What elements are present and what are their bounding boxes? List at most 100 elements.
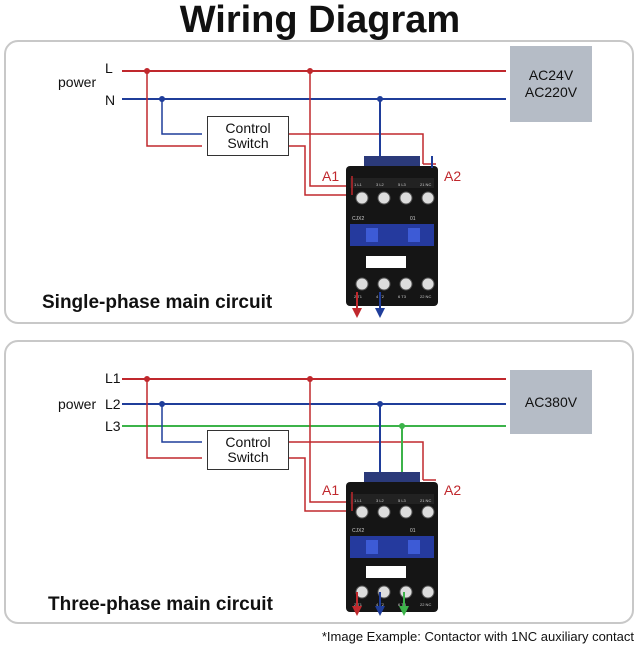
top-terminal-marking: 1 L1 — [354, 498, 363, 503]
single-phase-wiring: CJX2 01 1 L1 3 L2 5 L3 21 NC 2 T1 4 T2 6… — [122, 68, 506, 318]
contactor-window-inner — [408, 540, 420, 554]
terminal-screw — [421, 585, 435, 599]
contactor-window-inner — [366, 540, 378, 554]
contactor-top-cap — [364, 156, 420, 168]
contactor-terminal-strip — [350, 494, 434, 504]
l2-branch-wire — [161, 404, 202, 443]
contactor-aux-code-text: 01 — [410, 528, 416, 534]
a1-wire — [284, 457, 352, 512]
neutral-branch-wire — [161, 99, 202, 135]
output-arrow-l1-head — [352, 606, 362, 616]
top-terminal-marking: 5 L3 — [398, 498, 407, 503]
top-terminal-marking: 21 NC — [420, 498, 431, 503]
control-switch: Control Switch — [207, 116, 289, 156]
a2-label: A2 — [444, 168, 462, 184]
page-title: Wiring Diagram — [179, 0, 461, 41]
top-terminal-marking: 1 L1 — [354, 182, 363, 187]
l-main-tap — [309, 71, 354, 187]
terminal-screw — [399, 585, 413, 599]
contactor-terminal-strip — [350, 178, 434, 188]
footnote: *Image Example: Contactor with 1NC auxil… — [321, 629, 634, 644]
a1-label: A1 — [322, 168, 340, 184]
top-terminal-marking: 3 L2 — [376, 182, 385, 187]
line-l2-label: L2 — [105, 396, 121, 412]
l1-main-tap — [309, 379, 354, 503]
bottom-terminal-marking: 2 T1 — [354, 294, 363, 299]
three-phase-caption: Three-phase main circuit — [48, 594, 273, 615]
contactor-label-plate — [366, 566, 406, 578]
bottom-terminal-marking: 22 NC — [420, 602, 431, 607]
terminal-screw — [399, 505, 413, 519]
control-switch: Control Switch — [207, 430, 289, 470]
voltage-box: AC24V AC220V — [510, 46, 592, 122]
a1-label: A1 — [322, 482, 340, 498]
terminal-screw — [377, 505, 391, 519]
contactor-window — [350, 536, 434, 558]
bottom-terminal-marking: 2 T1 — [354, 602, 363, 607]
contactor-window-inner — [408, 228, 420, 242]
contactor-aux-code-text: 01 — [410, 216, 416, 222]
contactor-window — [350, 224, 434, 246]
terminal-screw — [421, 277, 435, 291]
top-terminal-marking: 3 L2 — [376, 498, 385, 503]
line-l3-label: L3 — [105, 418, 121, 434]
contactor-window-inner — [366, 228, 378, 242]
junction-dot — [144, 68, 150, 74]
terminal-screw — [421, 505, 435, 519]
line-l-label: L — [105, 60, 113, 76]
bottom-terminal-marking: 6 T3 — [398, 602, 407, 607]
contactor-label-plate — [366, 256, 406, 268]
control-feed-wire — [146, 379, 202, 459]
a2-wire — [284, 441, 424, 480]
junction-dot — [144, 376, 150, 382]
junction-dot — [307, 68, 313, 74]
a2-label: A2 — [444, 482, 462, 498]
contactor: CJX2 01 1 L1 3 L2 5 L3 21 NC 2 T1 4 T2 6… — [346, 156, 438, 306]
power-label: power — [58, 396, 97, 412]
junction-dot — [399, 423, 405, 429]
terminal-screw — [399, 191, 413, 205]
top-terminal-marking: 5 L3 — [398, 182, 407, 187]
junction-dot — [159, 401, 165, 407]
three-phase-panel: CJX2 01 1 L1 3 L2 5 L3 21 NC 2 T1 4 T2 6… — [4, 340, 634, 624]
contactor: CJX2 01 1 L1 3 L2 5 L3 21 NC 2 T1 4 T2 6… — [346, 472, 438, 612]
voltage-value: AC380V — [524, 393, 578, 410]
single-phase-caption: Single-phase main circuit — [42, 292, 273, 313]
terminal-screw — [355, 191, 369, 205]
output-arrow-l3-head — [399, 606, 409, 616]
contactor-model-text: CJX2 — [352, 528, 364, 534]
voltage-value: AC24V — [528, 67, 574, 83]
junction-dot — [377, 96, 383, 102]
junction-dot — [377, 401, 383, 407]
control-switch-line2: Switch — [227, 135, 269, 151]
voltage-value: AC220V — [524, 84, 578, 100]
terminal-screw — [355, 277, 369, 291]
output-arrow-l-head — [352, 308, 362, 318]
contactor-model-text: CJX2 — [352, 216, 364, 222]
contactor-top-cap — [364, 472, 420, 484]
output-arrow-l2-head — [375, 606, 385, 616]
single-phase-panel: CJX2 01 1 L1 3 L2 5 L3 21 NC 2 T1 4 T2 6… — [4, 40, 634, 324]
junction-dot — [159, 96, 165, 102]
control-switch-line2: Switch — [227, 449, 269, 465]
a2-wire — [284, 133, 424, 164]
a1-wire — [284, 145, 352, 196]
control-switch-line1: Control — [225, 434, 271, 450]
terminal-screw — [421, 191, 435, 205]
terminal-screw — [377, 277, 391, 291]
terminal-screw — [377, 191, 391, 205]
terminal-screw — [355, 505, 369, 519]
junction-dot — [307, 376, 313, 382]
bottom-terminal-marking: 6 T3 — [398, 294, 407, 299]
line-l1-label: L1 — [105, 370, 121, 386]
line-n-label: N — [105, 92, 116, 108]
top-terminal-marking: 21 NC — [420, 182, 431, 187]
terminal-screw — [399, 277, 413, 291]
voltage-box: AC380V — [510, 370, 592, 434]
control-feed-wire — [146, 71, 202, 147]
three-phase-wiring: CJX2 01 1 L1 3 L2 5 L3 21 NC 2 T1 4 T2 6… — [122, 376, 506, 616]
bottom-terminal-marking: 22 NC — [420, 294, 431, 299]
control-switch-line1: Control — [225, 120, 271, 136]
output-arrow-n-head — [375, 308, 385, 318]
power-label: power — [58, 74, 97, 90]
